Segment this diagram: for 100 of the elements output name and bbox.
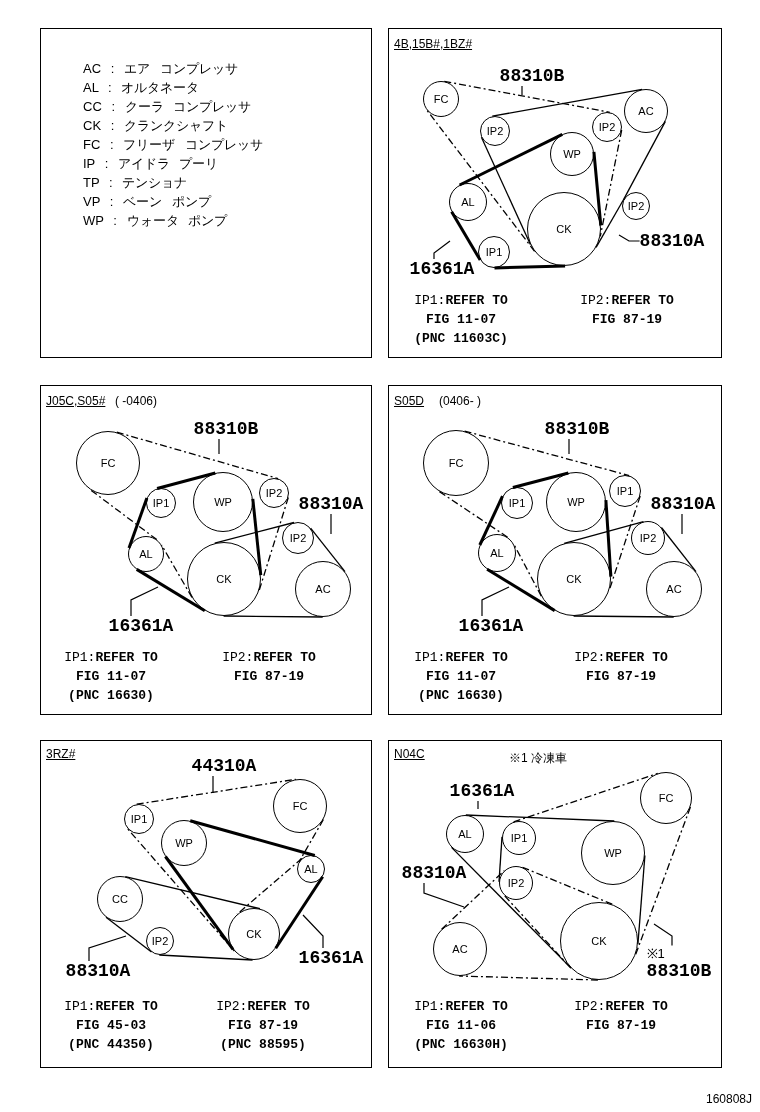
diagram-panel [388, 28, 722, 358]
part-number: 88310A [639, 231, 705, 251]
engine-code-heading: S05D [394, 393, 425, 410]
belt [521, 866, 615, 906]
belt [604, 500, 613, 577]
abbreviation-entry: CC : クーラ コンプレッサ [83, 98, 253, 116]
leader-line [433, 240, 451, 260]
note: ※1 冷凍車 [509, 750, 567, 767]
belt [156, 471, 216, 490]
leader-line [568, 438, 570, 455]
note: ( -0406) [115, 393, 158, 410]
leader-line [477, 800, 479, 810]
part-number: 88310B [499, 66, 565, 86]
belt [465, 814, 615, 822]
reference-note: IP2:REFER TO FIG 87-19 [579, 292, 675, 329]
leader-line [681, 513, 683, 535]
engine-code-heading: 4B,15B#,1BZ# [394, 36, 473, 53]
diagram-panel [40, 385, 372, 715]
reference-note: IP1:REFER TO FIG 11-06 (PNC 16630H) [413, 998, 509, 1054]
belt [458, 975, 599, 981]
part-number: 88310A [401, 863, 467, 883]
leader-line [130, 586, 159, 617]
belt [309, 527, 346, 573]
belt [498, 836, 503, 883]
belt [116, 431, 279, 480]
part-number: 88310A [65, 961, 131, 981]
belt [236, 857, 303, 915]
leader-line [330, 513, 332, 535]
belt [513, 543, 542, 597]
diagram-panel [388, 385, 722, 715]
part-number: 16361A [449, 781, 515, 801]
abbreviation-entry: AL : オルタネータ [83, 79, 201, 97]
belt [426, 109, 536, 253]
diagram-panel [388, 740, 722, 1068]
diagram-panel [40, 740, 372, 1068]
belt [623, 120, 667, 201]
part-number: 88310B [646, 960, 712, 981]
leader-line [521, 85, 523, 96]
reference-note: IP1:REFER TO FIG 11-07 (PNC 16630) [63, 649, 159, 705]
abbreviation-entry: VP : ベーン ポンプ [83, 193, 213, 211]
belt [595, 198, 625, 249]
engine-code-heading: N04C [394, 746, 425, 763]
part-number: 16361A [298, 948, 364, 968]
part-number: 88310A [298, 494, 364, 514]
reference-note: IP1:REFER TO FIG 45-03 (PNC 44350) [63, 998, 159, 1054]
diagram-panel [40, 28, 372, 358]
reference-note: IP2:REFER TO FIG 87-19 [221, 649, 317, 686]
belt [135, 568, 206, 612]
belt [458, 132, 563, 187]
abbreviation-entry: FC : フリーザ コンプレッサ [83, 136, 263, 154]
leader-line [88, 935, 127, 962]
note: (0406- ) [439, 393, 482, 410]
belt [491, 88, 643, 117]
abbreviation-entry: TP : テンショナ [83, 174, 189, 192]
leader-line [218, 438, 220, 455]
belt [450, 846, 572, 970]
belt [502, 893, 571, 969]
belt [478, 495, 504, 546]
belt [274, 875, 324, 950]
abbreviation-entry: WP : ウォータ ポンプ [83, 212, 229, 230]
reference-note: IP1:REFER TO FIG 11-07 (PNC 16630) [413, 649, 509, 705]
belt [599, 129, 623, 237]
belt [124, 875, 261, 910]
part-number: 44310A [191, 756, 257, 776]
belt [634, 806, 692, 956]
engine-code-heading: 3RZ# [46, 746, 76, 763]
belt [127, 497, 149, 549]
part-number: 16361A [458, 616, 524, 636]
belt [222, 615, 324, 618]
abbreviation-entry: IP : アイドラ プーリ [83, 155, 220, 173]
part-number: 16361A [108, 616, 174, 636]
part-number: 16361A [409, 259, 475, 279]
belt [251, 498, 263, 576]
part-number: 88310B [193, 419, 259, 439]
reference-note: IP2:REFER TO FIG 87-19 [573, 649, 669, 686]
footnote-mark: ※1 [646, 945, 665, 961]
belt [660, 526, 697, 573]
belt [592, 151, 603, 226]
leader-line [618, 234, 641, 242]
belt [258, 496, 289, 591]
leader-line [302, 914, 324, 949]
abbreviation-entry: CK : クランクシャフト [83, 117, 229, 135]
belt [127, 828, 236, 952]
leader-line [212, 775, 214, 794]
belt [450, 210, 482, 261]
belt [486, 567, 556, 612]
engine-code-heading: J05C,S05# [46, 393, 106, 410]
belt [158, 954, 254, 961]
reference-note: IP2:REFER TO FIG 87-19 (PNC 88595) [215, 998, 311, 1054]
belt [572, 615, 675, 618]
belt [480, 136, 532, 246]
reference-note: IP1:REFER TO FIG 11-07 (PNC 11603C) [413, 292, 509, 348]
belt [164, 855, 235, 951]
belt [494, 264, 566, 270]
part-number: 88310B [544, 419, 610, 439]
abbreviation-entry: AC : エア コンプレッサ [83, 60, 239, 78]
part-number: 88310A [650, 494, 716, 514]
reference-note: IP2:REFER TO FIG 87-19 [573, 998, 669, 1035]
leader-line [423, 882, 465, 908]
figure-number: 160808J [705, 1091, 752, 1108]
